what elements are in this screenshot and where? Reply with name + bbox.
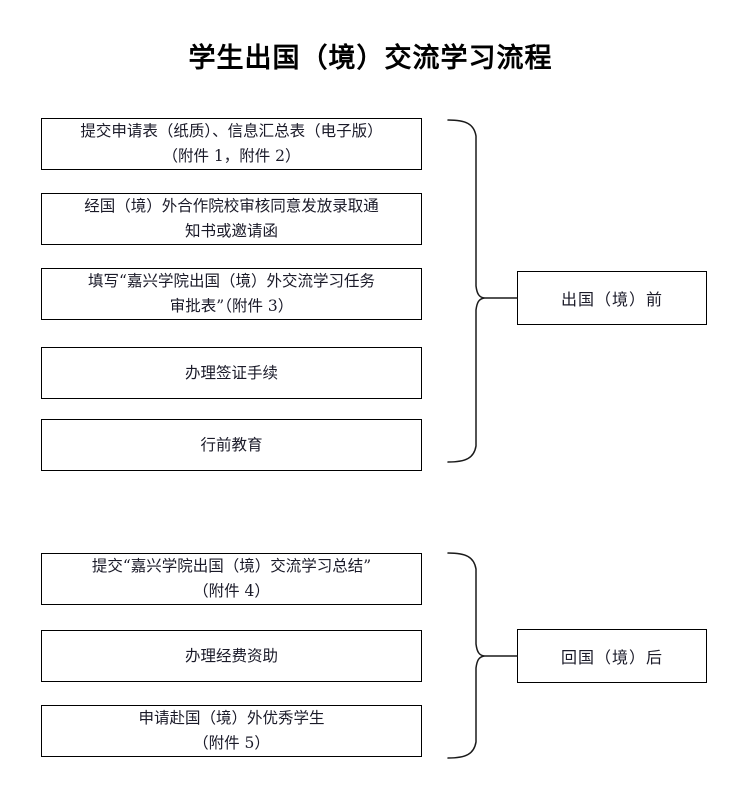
step-box-submit-application: 提交申请表（纸质）、信息汇总表（电子版） （附件 1，附件 2） [41,118,422,170]
step-text: 申请赴国（境）外优秀学生 （附件 5） [48,706,415,756]
step-line-2: 审批表”（附件 3） [169,297,294,315]
step-line-1: 申请赴国（境）外优秀学生 [138,709,325,727]
phase-label-after-return: 回国（境）后 [517,629,707,683]
step-box-predeparture-education: 行前教育 [41,419,422,471]
step-box-submit-summary: 提交“嘉兴学院出国（境）交流学习总结” （附件 4） [41,553,422,605]
step-box-partner-approval: 经国（境）外合作院校审核同意发放录取通 知书或邀请函 [41,193,422,245]
step-line-1: 填写“嘉兴学院出国（境）外交流学习任务 [88,272,375,290]
step-text: 提交申请表（纸质）、信息汇总表（电子版） （附件 1，附件 2） [48,119,415,169]
phase-label-before-departure: 出国（境）前 [517,271,707,325]
step-line-2: （附件 5） [193,734,270,752]
step-line-1: 提交“嘉兴学院出国（境）交流学习总结” [91,557,372,575]
step-line-1: 提交申请表（纸质）、信息汇总表（电子版） [80,122,383,140]
brace-before-departure [447,119,485,463]
page-title: 学生出国（境）交流学习流程 [188,43,553,74]
step-text: 办理经费资助 [184,646,278,665]
phase-label-text: 回国（境）后 [560,648,663,667]
step-text: 提交“嘉兴学院出国（境）交流学习总结” （附件 4） [48,554,415,604]
step-box-task-approval-form: 填写“嘉兴学院出国（境）外交流学习任务 审批表”（附件 3） [41,268,422,320]
step-text: 行前教育 [200,435,263,454]
step-line-2: （附件 4） [193,582,270,600]
step-box-outstanding-student-application: 申请赴国（境）外优秀学生 （附件 5） [41,705,422,757]
step-text: 办理签证手续 [184,363,278,382]
step-text: 经国（境）外合作院校审核同意发放录取通 知书或邀请函 [48,194,415,244]
brace-after-return [447,552,485,759]
step-text: 填写“嘉兴学院出国（境）外交流学习任务 审批表”（附件 3） [48,269,415,319]
step-line-1: 经国（境）外合作院校审核同意发放录取通 [84,197,379,215]
phase-label-text: 出国（境）前 [560,290,663,309]
step-line-2: （附件 1，附件 2） [162,147,301,165]
step-box-visa-procedures: 办理签证手续 [41,347,422,399]
step-line-2: 知书或邀请函 [184,222,278,240]
step-box-funding-support: 办理经费资助 [41,630,422,682]
